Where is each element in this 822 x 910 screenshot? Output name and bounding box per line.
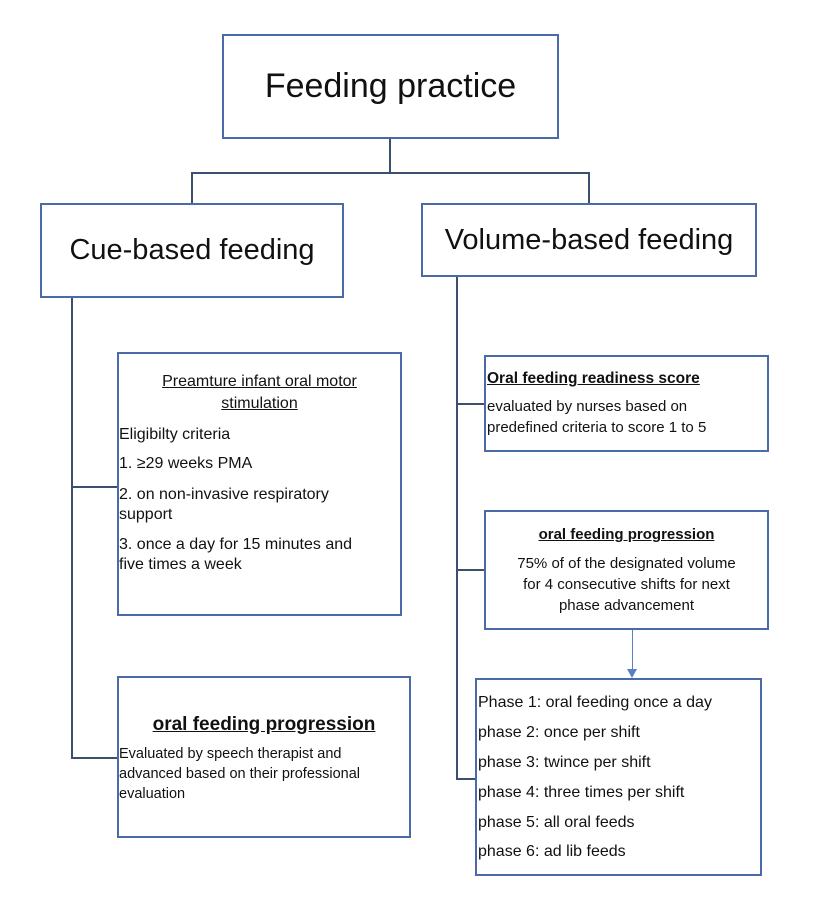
stimulation-criteria-item1: 1. ≥29 weeks PMA — [119, 455, 253, 472]
readiness-node-box — [484, 355, 769, 452]
cue-progression-heading: oral feeding progression — [152, 714, 376, 735]
readiness-body-line1: evaluated by nurses based on — [487, 398, 688, 415]
volume-spine-connector — [456, 277, 458, 779]
volume-progression-body-line1: 75% of of the designated volume — [517, 555, 736, 572]
cue-progression-node-box — [117, 676, 411, 838]
stimulation-criteria-item3-line2: five times a week — [119, 556, 242, 573]
stimulation-heading-line1: Preamture infant oral motor — [162, 373, 357, 390]
cue-progression-body-line3: evaluation — [119, 786, 186, 802]
stimulation-node-box — [117, 352, 402, 616]
branch-bar-connector — [191, 172, 590, 174]
phase-3-item: phase 3: twince per shift — [478, 754, 651, 771]
phase-6-item: phase 6: ad lib feeds — [478, 843, 626, 860]
cue-progression-body-line1: Evaluated by speech therapist and — [119, 746, 342, 762]
progression-to-phases-arrow-shaft — [632, 630, 633, 670]
volume-progression-body-line3: phase advancement — [558, 597, 695, 614]
volume-to-progression-connector — [456, 569, 484, 571]
cue-to-progression-connector — [71, 757, 117, 759]
phase-4-item: phase 4: three times per shift — [478, 784, 685, 801]
volume-to-readiness-connector — [456, 403, 484, 405]
readiness-body-line2: predefined criteria to score 1 to 5 — [487, 419, 707, 436]
volume-to-phases-connector — [456, 778, 475, 780]
arrow-head-icon — [627, 669, 637, 678]
cue-spine-connector — [71, 298, 73, 758]
phases-node-box — [475, 678, 762, 876]
phase-2-item: phase 2: once per shift — [478, 724, 640, 741]
root-node-box — [222, 34, 559, 139]
cue-drop-connector — [191, 172, 193, 203]
stimulation-heading-line2: stimulation — [221, 395, 298, 412]
root-node-title: Feeding practice — [264, 67, 517, 105]
root-stem-connector — [389, 139, 391, 173]
cue-progression-body-line2: advanced based on their professional — [119, 766, 361, 782]
cue-based-node-box — [40, 203, 344, 298]
volume-progression-body-line2: for 4 consecutive shifts for next — [523, 576, 730, 593]
stimulation-criteria-item2-line1: 2. on non-invasive respiratory — [119, 486, 329, 503]
stimulation-criteria-item2-line2: support — [119, 506, 173, 523]
cue-to-stimulation-connector — [71, 486, 117, 488]
volume-drop-connector — [588, 172, 590, 203]
volume-progression-node-box — [484, 510, 769, 630]
volume-progression-heading: oral feeding progression — [538, 526, 715, 543]
stimulation-criteria-item3-line1: 3. once a day for 15 minutes and — [119, 536, 353, 553]
phase-5-item: phase 5: all oral feeds — [478, 814, 635, 831]
cue-based-node-title: Cue-based feeding — [69, 234, 315, 266]
readiness-heading: Oral feeding readiness score — [487, 370, 700, 387]
volume-based-node-title: Volume-based feeding — [444, 223, 734, 256]
stimulation-criteria-label: Eligibilty criteria — [119, 426, 231, 443]
volume-based-node-box — [421, 203, 757, 277]
phase-1-item: Phase 1: oral feeding once a day — [478, 694, 712, 711]
